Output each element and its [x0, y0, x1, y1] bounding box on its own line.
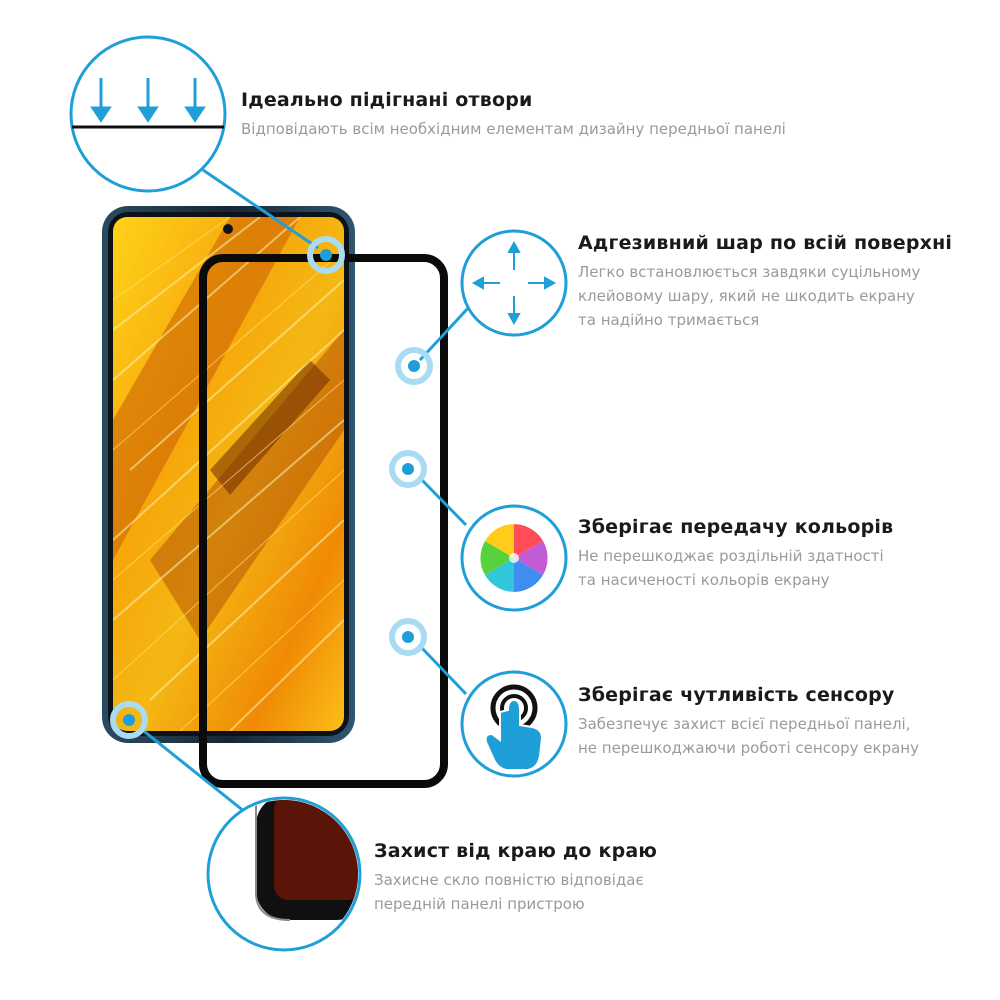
phone [102, 206, 355, 743]
color-wheel-icon [460, 504, 568, 612]
edge-corner-closeup-icon [206, 796, 362, 952]
feature-description: Захисне скло повністю відповідає передні… [374, 868, 657, 916]
target-marker-colors [389, 450, 427, 488]
target-marker-edge [110, 701, 148, 739]
target-marker-touch [389, 618, 427, 656]
feature-edge: Захист від краю до краю Захисне скло пов… [374, 840, 657, 916]
feature-title: Адгезивний шар по всій поверхні [578, 232, 953, 254]
feature-description-line: не перешкоджаючи роботі сенсору екрану [578, 739, 919, 757]
feature-title: Ідеально підігнані отвори [241, 89, 533, 111]
phone-screen [113, 217, 344, 731]
feature-description: Легко встановлюється завдяки суцільному … [578, 260, 952, 332]
feature-description-line: та надійно тримається [578, 311, 760, 329]
feature-title: Зберігає передачу кольорів [578, 516, 894, 538]
feature-description: Відповідають всім необхідним елементам д… [241, 117, 786, 141]
four-way-arrows-icon [460, 229, 568, 337]
target-marker-holes [307, 236, 345, 274]
feature-description: Не перешкоджає роздільній здатності та н… [578, 544, 893, 592]
feature-touch: Зберігає чутливість сенсору Забезпечує з… [578, 684, 919, 760]
target-marker-adhesive [395, 347, 433, 385]
feature-holes: Ідеально підігнані отвори Відповідають в… [241, 89, 786, 141]
feature-description-line: передній панелі пристрою [374, 895, 585, 913]
feature-adhesive: Адгезивний шар по всій поверхні Легко вс… [578, 232, 952, 332]
feature-description-line: клейовому шару, який не шкодить екрану [578, 287, 915, 305]
feature-colors: Зберігає передачу кольорів Не перешкоджа… [578, 516, 893, 592]
feature-description-line: та насиченості кольорів екрану [578, 571, 830, 589]
feature-description-line: Відповідають всім необхідним елементам д… [241, 120, 786, 138]
three-down-arrows-icon [69, 35, 227, 193]
feature-description: Забезпечує захист всієї передньої панелі… [578, 712, 919, 760]
touch-finger-icon [460, 670, 568, 778]
callout-lines [139, 168, 472, 822]
feature-description-line: Не перешкоджає роздільній здатності [578, 547, 884, 565]
target-markers [110, 236, 433, 739]
feature-description-line: Захисне скло повністю відповідає [374, 871, 644, 889]
feature-title: Зберігає чутливість сенсору [578, 684, 895, 706]
feature-title: Захист від краю до краю [374, 840, 658, 862]
front-camera [223, 224, 233, 234]
feature-description-line: Легко встановлюється завдяки суцільному [578, 263, 921, 281]
feature-description-line: Забезпечує захист всієї передньої панелі… [578, 715, 911, 733]
